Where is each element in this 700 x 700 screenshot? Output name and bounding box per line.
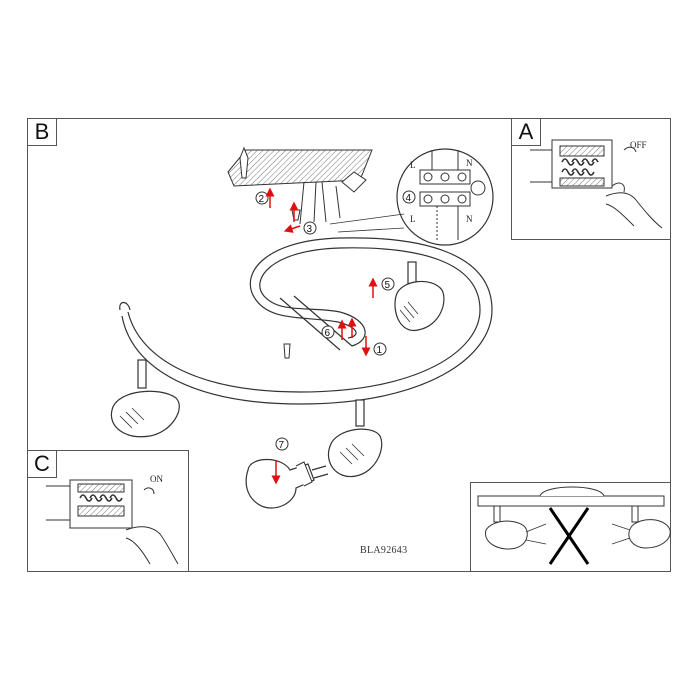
warning-inset-frame bbox=[470, 482, 671, 572]
step-4-marker: 4 bbox=[402, 190, 416, 204]
switch-on-illustration bbox=[46, 479, 179, 565]
panel-tag-b: B bbox=[27, 118, 57, 146]
svg-text:6: 6 bbox=[325, 328, 331, 339]
hand-icon bbox=[605, 192, 663, 229]
switch-off-label: OFF bbox=[630, 140, 647, 150]
bulb-replacement bbox=[245, 458, 329, 509]
wall-plug-icon bbox=[239, 146, 249, 179]
switch-off-illustration bbox=[530, 139, 663, 229]
hand-icon-2 bbox=[125, 526, 179, 565]
svg-text:4: 4 bbox=[406, 193, 412, 204]
spotlight-left bbox=[110, 359, 180, 438]
svg-text:N: N bbox=[466, 158, 473, 168]
terminal-block-detail: L N L N bbox=[396, 148, 494, 246]
screw-icon-2 bbox=[283, 343, 291, 359]
main-frame bbox=[27, 118, 671, 572]
earth-symbol-icon bbox=[470, 180, 486, 196]
step-1-marker: 1 bbox=[361, 336, 387, 357]
spotlight-right bbox=[394, 261, 445, 331]
svg-text:3: 3 bbox=[307, 224, 313, 235]
svg-text:L: L bbox=[410, 160, 416, 170]
panel-tag-a: A bbox=[511, 118, 541, 146]
step-5-marker: 5 bbox=[368, 277, 395, 298]
step-7-marker: 7 bbox=[271, 437, 289, 485]
svg-text:N: N bbox=[466, 214, 473, 224]
step-2-marker: 2 bbox=[255, 187, 275, 208]
svg-text:7: 7 bbox=[279, 440, 285, 451]
svg-text:L: L bbox=[410, 214, 416, 224]
switch-on-label: ON bbox=[150, 474, 163, 484]
spiral-light-arm bbox=[119, 237, 493, 405]
spotlight-orientation-warning bbox=[477, 486, 671, 565]
mounting-bracket-icon bbox=[341, 171, 367, 193]
svg-text:2: 2 bbox=[259, 194, 265, 205]
svg-text:5: 5 bbox=[385, 280, 391, 291]
ceiling-mount-plate bbox=[227, 146, 373, 225]
step-6-marker: 6 bbox=[321, 317, 357, 340]
screw-icon bbox=[291, 209, 301, 221]
model-code: BLA92643 bbox=[360, 545, 408, 556]
step-3-marker: 3 bbox=[283, 201, 317, 235]
svg-text:1: 1 bbox=[377, 345, 383, 356]
panel-tag-c: C bbox=[27, 450, 57, 478]
spotlight-center bbox=[327, 399, 383, 478]
